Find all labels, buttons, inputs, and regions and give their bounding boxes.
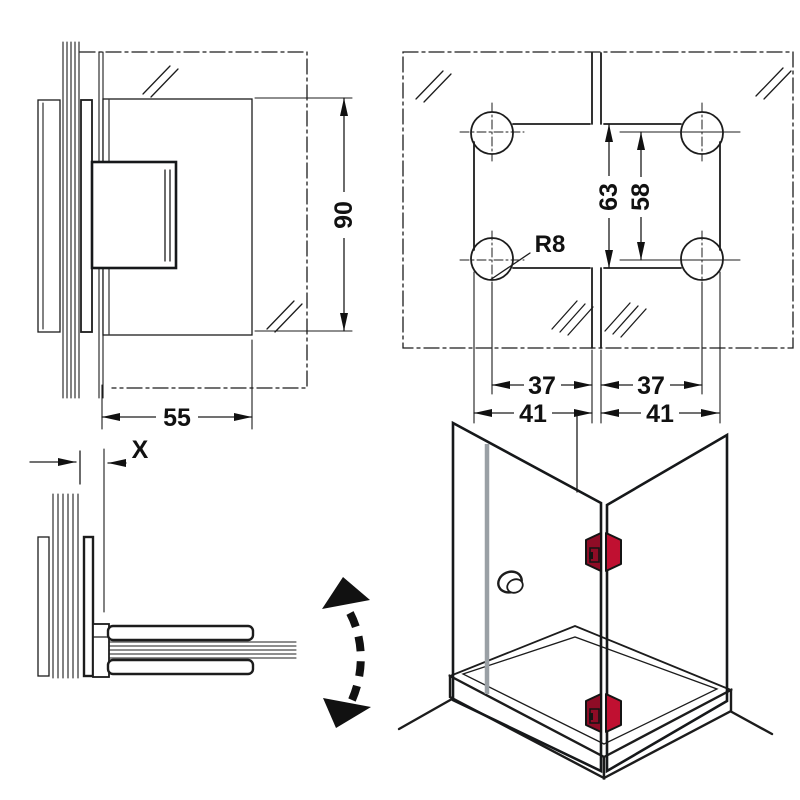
front-glass-hatch-bottom-icon [266,300,303,333]
swing-arrow [322,577,371,728]
dim-55-label: 55 [163,404,191,432]
dim-58-label: 58 [627,183,655,211]
glass-panel-right [605,432,729,774]
front-cover-plate [37,99,61,333]
dim-55: 55 [101,339,253,432]
radius-callout: R8 [489,231,566,281]
front-view: 90 55 [37,41,358,432]
dim-37-left: 37 [491,371,593,400]
iso-view [397,420,774,780]
dim-37-right-label: 37 [637,372,665,400]
dim-37-left-label: 37 [528,372,556,400]
front-glass-edge-lines [62,41,104,399]
dim-41-left-label: 41 [519,400,547,428]
dim-41-right: 41 [600,399,720,428]
radius-label-r8: R8 [535,231,566,258]
shower-tray [447,625,734,780]
dim-58: 58 [619,131,741,261]
front-glass-hatch-top-icon [142,65,179,98]
door-knob [497,570,524,594]
dim-90-label: 90 [330,201,358,229]
template-hatch-icons [415,67,792,338]
glass-panel-left [451,420,603,774]
plan-door-glass-lines [109,641,297,659]
swing-arrow-head-down [323,698,371,728]
dim-63-label: 63 [595,183,623,211]
plan-hinge-knuckle [92,623,110,678]
plan-cover-plate [37,536,50,677]
plan-door-clamp-top [106,624,255,642]
cutout-template: 63 58 R8 37 37 [402,51,794,493]
floor-line-right [728,709,774,736]
dim-41-left: 41 [473,399,593,428]
dim-90: 90 [254,97,358,332]
floor-line-left [397,697,454,731]
hinge-top [585,532,622,572]
template-glass-outline [402,51,794,349]
front-clamp-plate [80,99,93,333]
radius-leader [489,252,531,281]
front-glass-outline [79,51,308,389]
dim-x: X [29,436,149,613]
plan-clamp-plate [82,535,95,678]
plan-glass-edge-lines [52,493,79,679]
cutout-left [459,102,591,290]
plan-door-clamp-bottom [106,658,255,676]
dim-41-right-label: 41 [646,400,674,428]
dim-63: 63 [595,123,623,269]
front-hinge-body [90,160,178,270]
dim-37-right: 37 [600,371,703,400]
swing-arrow-head-up [322,577,370,609]
dim-x-label: X [132,436,149,464]
plan-view: X [29,436,371,728]
